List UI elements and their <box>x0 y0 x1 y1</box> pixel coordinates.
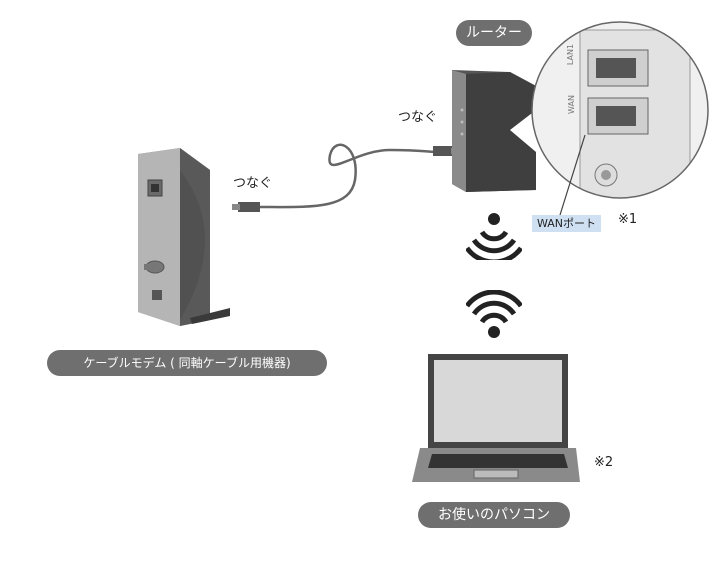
wifi-signal-icon <box>466 290 522 338</box>
connect-label-left: つなぐ <box>233 176 273 191</box>
cable-modem-label: ケーブルモデム ( 同軸ケーブル用機器) <box>47 350 327 376</box>
wifi-signal-icon <box>466 213 522 260</box>
laptop-illustration <box>412 354 580 482</box>
router-illustration <box>452 70 536 192</box>
cable-modem-illustration <box>138 148 230 326</box>
note-2: ※2 <box>594 455 614 470</box>
pc-label: お使いのパソコン <box>418 502 570 528</box>
port-label-wan: WAN <box>566 95 576 114</box>
note-1: ※1 <box>618 212 638 227</box>
connect-label-right: つなぐ <box>398 110 438 125</box>
port-label-lan1: LAN1 <box>566 43 576 66</box>
port-zoom-view <box>531 21 709 216</box>
wan-port-label: WANポート <box>532 215 602 232</box>
router-label: ルーター <box>456 20 532 46</box>
